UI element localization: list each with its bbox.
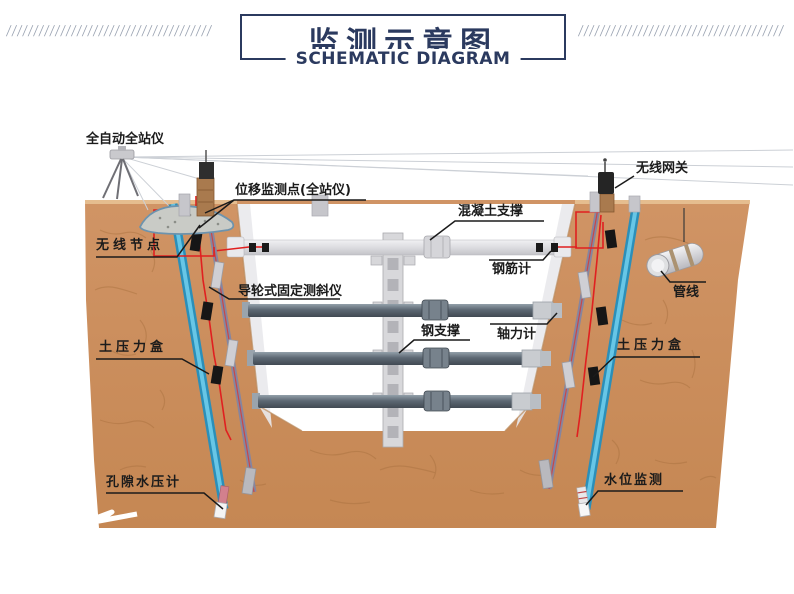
water-level-tube-left (168, 203, 230, 520)
label-wireless-gateway: 无线网关 (636, 161, 689, 176)
label-concrete-support: 混凝土支撑 (458, 204, 524, 219)
total-station (102, 146, 139, 200)
steel-support-2 (247, 347, 551, 369)
label-fixed-inclinometer: 导轮式固定测斜仪 (238, 284, 343, 299)
rebar-meter-sensors (213, 243, 577, 252)
earth-pressure-sensors-left (189, 232, 224, 385)
label-displacement-point: 位移监测点(全站仪) (235, 183, 351, 198)
page-subtitle: SCHEMATIC DIAGRAM (285, 49, 521, 69)
label-earth-pressure-left: 土压力盒 (99, 340, 168, 355)
wireless-node-cable-right (575, 198, 618, 438)
label-axial-force-meter: 轴力计 (497, 327, 537, 342)
sight-lines (122, 149, 794, 211)
pipeline-pipe (646, 243, 704, 278)
label-water-level-monitor: 水位监测 (604, 473, 665, 488)
displacement-prism-post (178, 150, 215, 217)
steel-support-1 (242, 299, 562, 321)
label-total-station: 全自动全站仪 (86, 132, 165, 147)
label-wireless-node: 无线节点 (96, 238, 165, 253)
inclinometer-tube-left (204, 205, 257, 496)
label-steel-support: 钢支撑 (421, 324, 461, 339)
lattice-column (370, 232, 416, 448)
leader-lines (96, 175, 706, 510)
steel-support-3 (252, 390, 541, 412)
label-rebar-meter: 钢筋计 (492, 262, 532, 277)
soil-texture (94, 229, 717, 505)
wireless-gateway-device (598, 158, 615, 213)
earth-pressure-sensors-right (587, 229, 618, 386)
inclinometer-tube-right (538, 207, 601, 490)
title-box: 监测示意图 SCHEMATIC DIAGRAM (240, 14, 566, 69)
soil-break-mark (79, 509, 138, 527)
label-pore-water-gauge: 孔隙水压计 (106, 475, 182, 490)
label-pipeline: 管线 (673, 285, 700, 300)
concrete-support-beam (213, 235, 577, 259)
label-earth-pressure-right: 土压力盒 (617, 338, 686, 353)
right-wall-instruments (538, 198, 641, 518)
water-level-tube-right (576, 206, 641, 518)
